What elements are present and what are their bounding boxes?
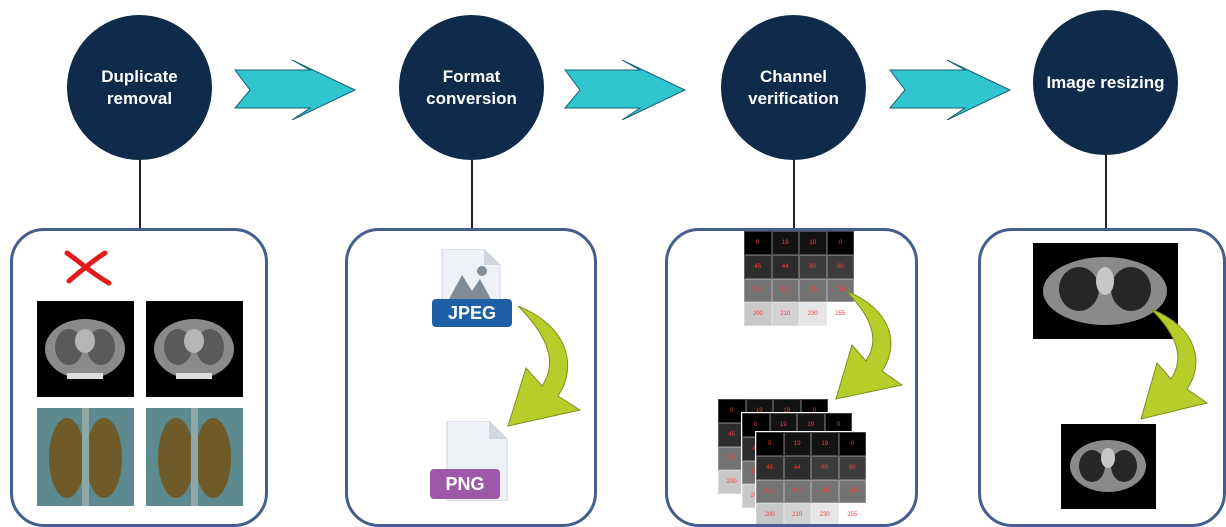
ct-scan-duplicate-image bbox=[146, 301, 243, 397]
matrix-cell: 0 bbox=[742, 413, 770, 437]
panel-duplicate-removal bbox=[10, 228, 268, 527]
ct-resized-image bbox=[1061, 424, 1156, 509]
matrix-cell: 19 bbox=[771, 231, 799, 255]
matrix-cell: 0 bbox=[718, 399, 746, 423]
matrix-cell: 19 bbox=[783, 432, 811, 456]
panel-image-resizing bbox=[978, 228, 1226, 527]
panel-format-conversion: JPEG PNG bbox=[345, 228, 597, 527]
matrix-cell: 115 bbox=[771, 278, 799, 303]
png-label: PNG bbox=[445, 473, 485, 494]
curved-arrow-icon bbox=[507, 306, 582, 427]
matrix-cell: 0 bbox=[744, 231, 772, 255]
matrix-cell: 230 bbox=[811, 503, 839, 524]
step-format-conversion: Format conversion bbox=[399, 15, 544, 160]
jpeg-label: JPEG bbox=[447, 302, 497, 323]
matrix-cell: 255 bbox=[826, 302, 854, 326]
matrix-cell: 0 bbox=[838, 432, 866, 456]
connector-3 bbox=[793, 160, 795, 230]
connector-2 bbox=[471, 160, 473, 230]
step-title: Channel verification bbox=[748, 66, 839, 108]
matrix-cell: 115 bbox=[744, 278, 772, 303]
matrix-cell: 19 bbox=[811, 432, 839, 456]
curved-arrow-icon bbox=[1140, 309, 1209, 420]
xray-image bbox=[37, 408, 134, 506]
matrix-cell: 60 bbox=[799, 254, 827, 279]
flow-arrow-1 bbox=[233, 60, 357, 120]
curved-arrow-icon bbox=[835, 291, 904, 400]
matrix-cell: 19 bbox=[799, 231, 827, 255]
matrix-cell: 210 bbox=[771, 302, 799, 326]
connector-4 bbox=[1105, 155, 1107, 230]
connector-1 bbox=[139, 160, 141, 230]
step-duplicate-removal: Duplicate removal bbox=[67, 15, 212, 160]
step-title: Format conversion bbox=[426, 66, 517, 108]
jpeg-badge: JPEG bbox=[432, 299, 512, 327]
step-title: Image resizing bbox=[1046, 72, 1165, 92]
matrix-cell: 200 bbox=[756, 503, 784, 524]
step-title: Duplicate removal bbox=[101, 66, 178, 108]
xray-duplicate-image bbox=[146, 408, 243, 506]
ct-large-image bbox=[1033, 243, 1178, 339]
matrix-cell: 230 bbox=[799, 302, 827, 326]
matrix-cell: 115 bbox=[799, 278, 827, 303]
flow-arrow-2 bbox=[563, 60, 687, 120]
x-mark-icon bbox=[64, 250, 112, 286]
matrix-cell: 60 bbox=[826, 254, 854, 279]
step-channel-verification: Channel verification bbox=[721, 15, 866, 160]
step-image-resizing: Image resizing bbox=[1033, 10, 1178, 155]
matrix-cell: 210 bbox=[783, 503, 811, 524]
matrix-cell: 44 bbox=[771, 254, 799, 279]
matrix-cell: 45 bbox=[756, 455, 784, 480]
flow-arrow-3 bbox=[888, 60, 1012, 120]
matrix-cell: 0 bbox=[756, 432, 784, 456]
matrix-cell: 115 bbox=[756, 479, 784, 504]
matrix-cell: 115 bbox=[811, 479, 839, 504]
matrix-cell: 115 bbox=[826, 278, 854, 303]
matrix-cell: 60 bbox=[811, 455, 839, 480]
matrix-cell: 255 bbox=[838, 503, 866, 524]
matrix-cell: 44 bbox=[783, 455, 811, 480]
matrix-cell: 0 bbox=[826, 231, 854, 255]
matrix-cell: 115 bbox=[783, 479, 811, 504]
ct-scan-image bbox=[37, 301, 134, 397]
matrix-cell: 60 bbox=[838, 455, 866, 480]
png-badge: PNG bbox=[430, 469, 500, 499]
matrix-cell: 45 bbox=[744, 254, 772, 279]
matrix-cell: 200 bbox=[744, 302, 772, 326]
matrix-cell: 115 bbox=[838, 479, 866, 504]
